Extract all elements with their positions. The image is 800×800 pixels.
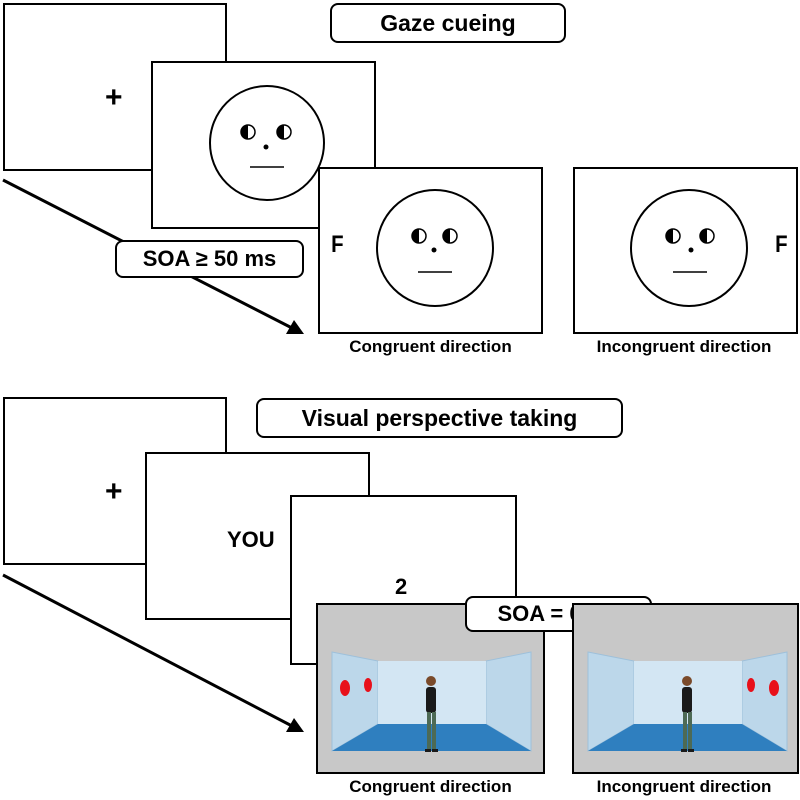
gaze-caption-incongruent: Incongruent direction bbox=[596, 337, 772, 356]
vpt-caption-incongruent: Incongruent direction bbox=[596, 777, 772, 796]
room-avatar-scene bbox=[587, 651, 788, 752]
target-letter: F bbox=[331, 231, 344, 258]
vpt-congruent-scene bbox=[316, 603, 545, 774]
avatar-figure bbox=[425, 676, 438, 752]
number-cue-text: 2 bbox=[395, 574, 408, 599]
vpt-title: Visual perspective taking bbox=[256, 398, 623, 438]
gaze-caption-congruent: Congruent direction bbox=[349, 337, 512, 356]
cartoon-face-left-gaze bbox=[376, 189, 494, 307]
vpt-caption-congruent: Congruent direction bbox=[349, 777, 512, 796]
avatar-figure bbox=[681, 676, 694, 752]
perspective-cue-text: YOU bbox=[227, 527, 275, 552]
cartoon-face-left-gaze bbox=[630, 189, 748, 307]
gaze-incongruent-frame: F bbox=[573, 167, 798, 334]
vpt-incongruent-scene bbox=[572, 603, 799, 774]
target-letter: F bbox=[775, 231, 788, 258]
fixation-cross: + bbox=[105, 475, 123, 508]
gaze-cueing-title: Gaze cueing bbox=[330, 3, 566, 43]
cartoon-face-straight bbox=[209, 85, 325, 201]
fixation-cross: + bbox=[105, 81, 123, 114]
gaze-congruent-frame: F bbox=[318, 167, 543, 334]
room-avatar-scene bbox=[331, 651, 532, 752]
gaze-soa-label: SOA ≥ 50 ms bbox=[115, 240, 304, 278]
